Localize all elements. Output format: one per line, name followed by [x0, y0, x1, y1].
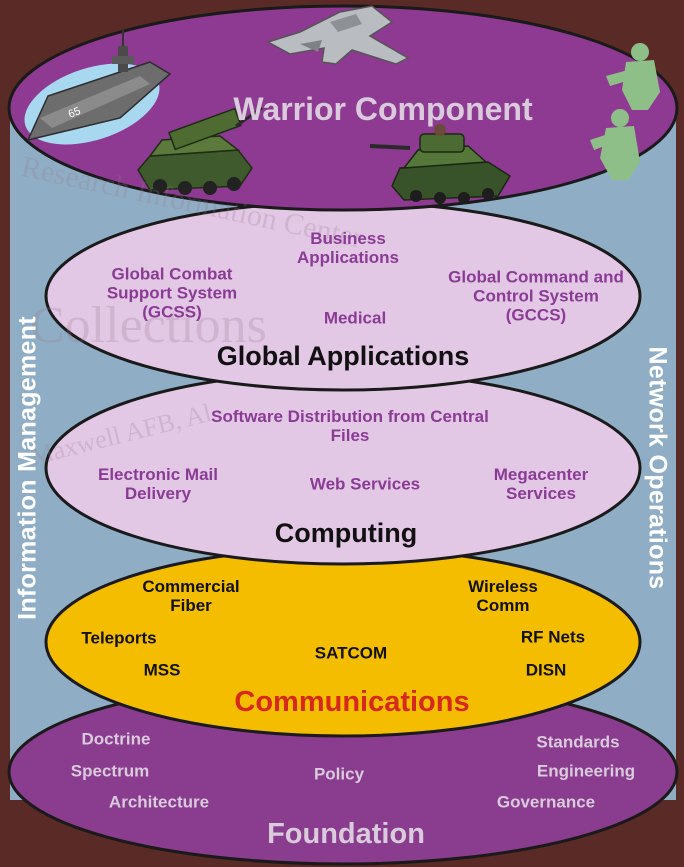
standards-label: Standards [536, 732, 620, 752]
software-distribution-label: Software Distribution from Central Files [211, 406, 489, 445]
doctrine-label: Doctrine [81, 729, 151, 749]
communications-title: Communications [234, 685, 470, 718]
soldier-icon [590, 43, 660, 180]
warrior-component-title: Warrior Component [233, 91, 533, 128]
fighter-jet-icon [266, 5, 410, 65]
business-applications-label: Business Applications [296, 228, 399, 267]
tank-icon [369, 124, 512, 204]
commercial-fiber-label: Commercial Fiber [142, 576, 240, 615]
svg-text:65: 65 [67, 105, 83, 121]
wireless-comm-label: Wireless Comm [468, 576, 538, 615]
electronic-mail-label: Electronic Mail Delivery [98, 464, 218, 503]
governance-label: Governance [496, 792, 596, 812]
architecture-label: Architecture [108, 792, 210, 812]
satcom-label: SATCOM [314, 643, 388, 663]
information-management-label: Information Management [13, 316, 42, 620]
teleports-label: Teleports [81, 628, 157, 648]
web-services-label: Web Services [309, 474, 421, 494]
foundation-title: Foundation [267, 817, 425, 850]
global-applications-title: Global Applications [216, 340, 470, 371]
missile-launcher-icon [137, 106, 263, 195]
aircraft-carrier-icon: 65 [24, 30, 172, 145]
mss-label: MSS [143, 660, 181, 680]
medical-label: Medical [323, 308, 387, 328]
rf-nets-label: RF Nets [520, 627, 586, 647]
disn-label: DISN [525, 660, 567, 680]
gcss-label: Global Combat Support System (GCSS) [106, 264, 238, 322]
engineering-label: Engineering [536, 761, 636, 781]
network-operations-label: Network Operations [643, 346, 672, 590]
spectrum-label: Spectrum [70, 761, 150, 781]
policy-label: Policy [313, 764, 365, 784]
computing-title: Computing [274, 517, 418, 548]
gccs-label: Global Command and Control System (GCCS) [448, 267, 624, 325]
megacenter-services-label: Megacenter Services [493, 464, 589, 503]
watermark-line-2: Collections [30, 297, 267, 354]
